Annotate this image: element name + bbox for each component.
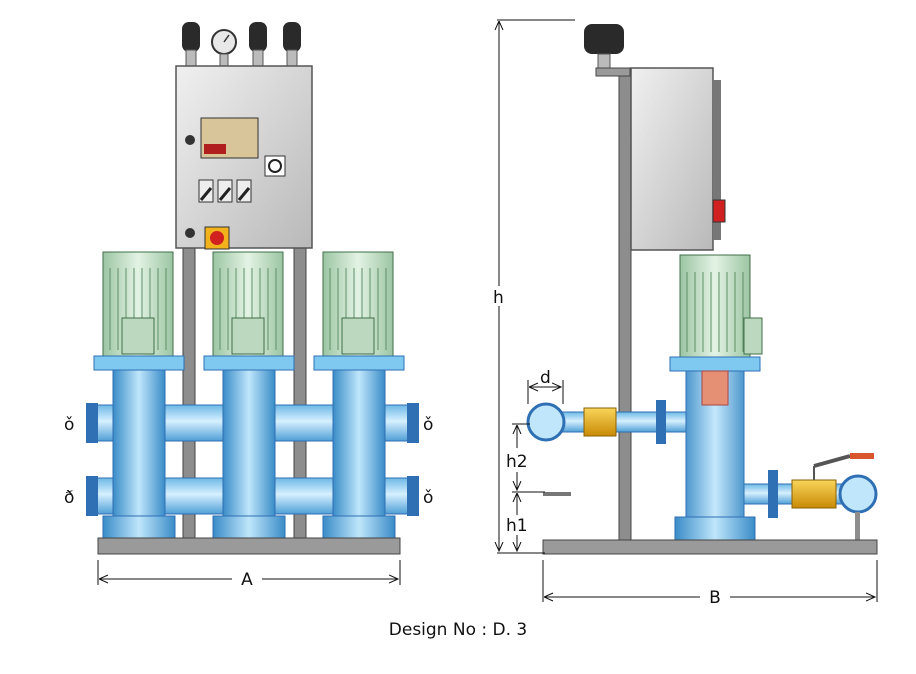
dimension-h2-label: h2	[506, 452, 528, 472]
connection-label-top-right: ǒ	[423, 415, 433, 435]
dimension-b-label: B	[709, 588, 721, 608]
pressure-switch-icon	[584, 24, 631, 77]
side-view: h h2 h1 d B	[493, 19, 878, 608]
pressure-switch-icon	[182, 22, 200, 67]
pump-unit-3	[313, 251, 405, 541]
ball-valve-icon	[791, 453, 874, 509]
control-panel	[175, 65, 313, 250]
pump-unit-2	[203, 251, 295, 541]
connection-label-bottom-left: ð	[64, 488, 74, 508]
dimension-h-label: h	[493, 288, 504, 308]
pressure-switch-icon	[249, 22, 267, 67]
pressure-switch-icon	[283, 22, 301, 67]
selector-switch-icon	[198, 179, 252, 203]
pump-unit-1	[93, 251, 185, 541]
main-switch-icon	[204, 226, 230, 250]
front-view: A ǒ ǒ ð ǒ	[64, 22, 433, 590]
dimension-h1-label: h1	[506, 516, 528, 536]
pressure-gauge-icon	[211, 29, 237, 67]
dimension-a-label: A	[241, 570, 253, 590]
check-valve-icon	[583, 407, 617, 437]
connection-label-top-left: ǒ	[64, 415, 74, 435]
connection-label-bottom-right: ǒ	[423, 488, 433, 508]
dimension-d-label: d	[540, 368, 551, 388]
design-number-caption: Design No : D. 3	[388, 620, 528, 640]
